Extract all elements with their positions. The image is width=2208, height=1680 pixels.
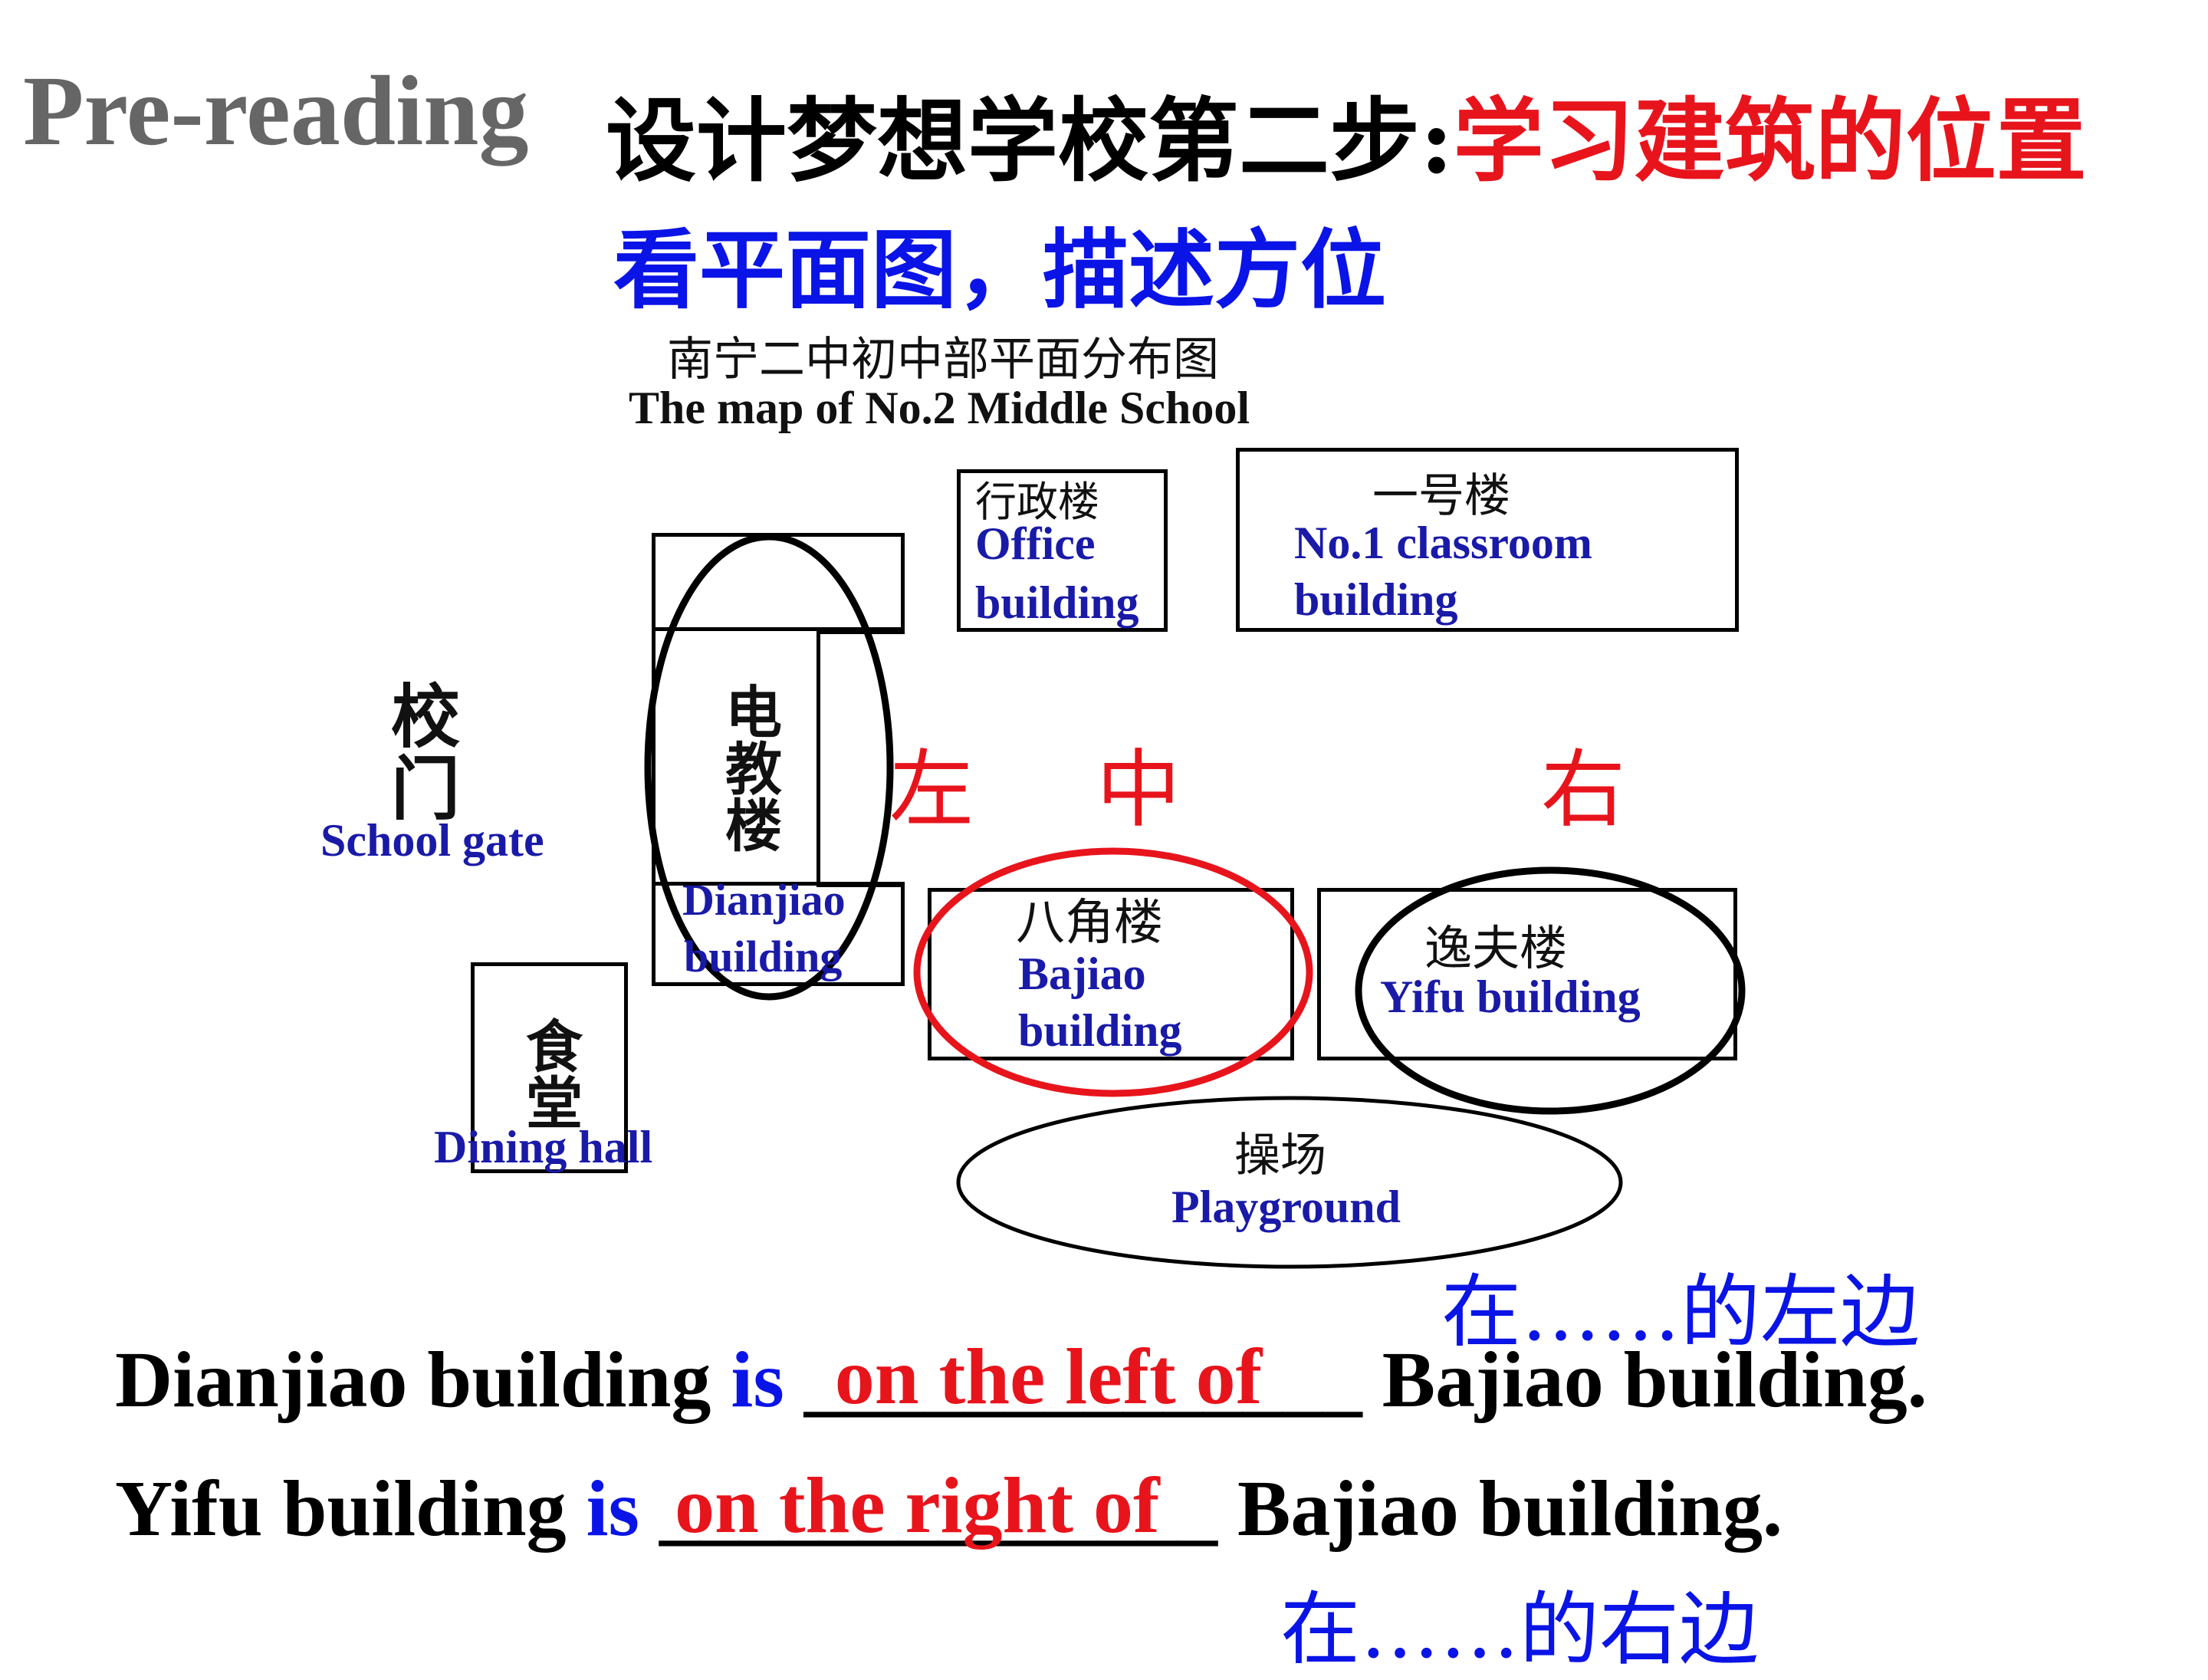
title-black: 设计梦想学校第二步: <box>606 87 1454 194</box>
dianjiao-en-1: Dianjiao <box>682 875 846 925</box>
position-right: 右 <box>1541 741 1625 839</box>
prereading-label: Pre-reading <box>23 56 529 166</box>
yifu-building-box <box>1317 888 1737 1060</box>
dining-cn-1: 食 <box>526 1014 583 1080</box>
playground-ellipse <box>956 1096 1623 1269</box>
map-title-cn: 南宁二中初中部平面分布图 <box>667 333 1219 386</box>
office-en-2: building <box>975 577 1139 628</box>
dianjiao-highlight-ellipse <box>644 533 894 1001</box>
bajiao-en-2: building <box>1018 1005 1182 1056</box>
gate-cn-1: 校 <box>391 677 460 758</box>
gloss-left-of: 在……的左边 <box>1441 1265 1921 1359</box>
dianjiao-cn-3: 楼 <box>725 794 782 860</box>
gate-en: School gate <box>320 815 544 866</box>
sentence-1-blank-line: ______________ <box>803 1336 1362 1424</box>
dining-hall-box <box>471 962 628 1173</box>
map-title-en: The map of No.2 Middle School <box>629 383 1250 433</box>
bajiao-en-1: Bajiao <box>1018 948 1146 999</box>
dining-cn-2: 堂 <box>526 1071 583 1137</box>
sentence-2-blank[interactable]: ______________ on the right of <box>659 1461 1218 1554</box>
sentence-2-answer: on the right of <box>675 1461 1160 1550</box>
classroom-en-2: building <box>1294 574 1458 625</box>
dining-en: Dining hall <box>434 1122 653 1172</box>
gate-cn-2: 门 <box>391 749 460 830</box>
bajiao-cn: 八角楼 <box>1016 895 1163 952</box>
sentence-1: Dianjiao building is ______________ on t… <box>115 1333 1927 1425</box>
sentence-2-object: Bajiao building. <box>1237 1465 1783 1553</box>
sentence-1-answer: on the left of <box>834 1333 1263 1421</box>
yifu-highlight-ellipse <box>1355 866 1746 1115</box>
office-building-box <box>957 469 1168 632</box>
sentence-2: Yifu building is ______________ on the r… <box>115 1461 1783 1554</box>
sentence-2-subject: Yifu building <box>115 1465 567 1553</box>
sentence-2-blank-line: ______________ <box>659 1465 1218 1553</box>
title-red: 学习建筑的位置 <box>1453 87 2087 194</box>
sentence-1-subject: Dianjiao building <box>115 1336 711 1424</box>
sentence-1-verb: is <box>731 1336 784 1424</box>
yifu-en: Yifu building <box>1380 972 1641 1022</box>
dianjiao-left-edge <box>652 533 656 985</box>
classroom-en-1: No.1 classroom <box>1294 518 1592 568</box>
sentence-2-verb: is <box>586 1465 640 1553</box>
gloss-right-of: 在……的右边 <box>1280 1583 1760 1676</box>
sentence-1-blank[interactable]: ______________ on the left of <box>803 1333 1362 1425</box>
dianjiao-cn-2: 教 <box>725 737 782 803</box>
classroom-cn: 一号楼 <box>1372 469 1510 523</box>
bajiao-highlight-ellipse <box>913 847 1313 1097</box>
sentence-1-object: Bajiao building. <box>1382 1336 1927 1424</box>
bajiao-building-box <box>928 888 1294 1060</box>
dianjiao-cn-1: 电 <box>725 680 782 746</box>
yifu-cn: 逸夫楼 <box>1424 920 1568 976</box>
page-title: 设计梦想学校第二步:学习建筑的位置 <box>606 67 2087 199</box>
playground-en: Playground <box>1171 1182 1401 1232</box>
office-cn: 行政楼 <box>975 478 1099 526</box>
dianjiao-en-2: building <box>684 932 843 981</box>
classroom-building-box <box>1236 448 1739 632</box>
position-middle: 中 <box>1096 741 1181 839</box>
position-left: 左 <box>889 741 974 839</box>
subtitle: 看平面图，描述方位 <box>613 220 1386 321</box>
playground-cn: 操场 <box>1234 1129 1326 1182</box>
office-en-1: Office <box>975 518 1096 569</box>
